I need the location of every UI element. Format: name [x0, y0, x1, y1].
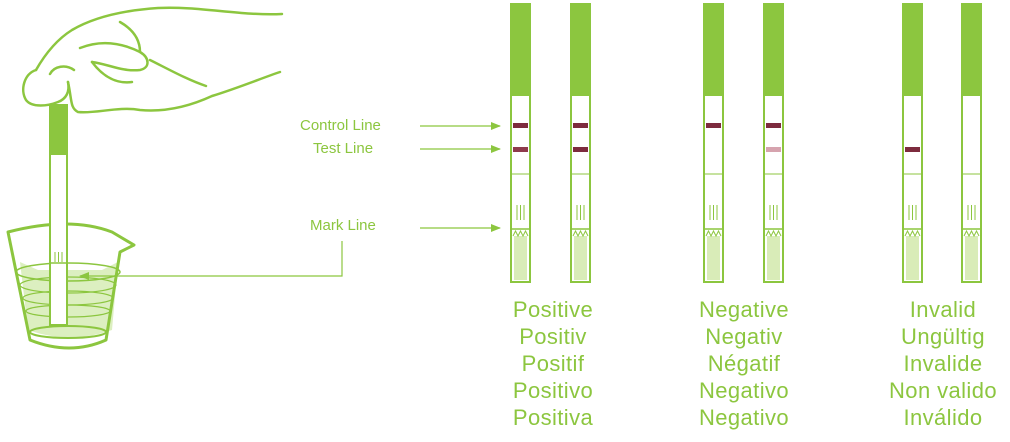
strip-sample-pad [574, 236, 587, 280]
result-translation: Negativo [698, 405, 790, 430]
result-strips [510, 3, 982, 283]
strip-sample-pad [767, 236, 780, 280]
result-translation: Positiva [512, 405, 594, 430]
cup-mark-pointer [79, 241, 343, 280]
result-translation: Ungültig [901, 324, 985, 349]
test-line-label: Test Line [313, 140, 374, 157]
strip-wick-edge [705, 229, 722, 238]
test-band [905, 147, 920, 152]
control-band [706, 123, 721, 128]
result-translation: Non valido [889, 378, 997, 403]
strip-wick-edge [963, 229, 980, 238]
test-band [766, 147, 781, 152]
result-translation: Invalide [903, 351, 983, 376]
result-translation: Negativo [698, 378, 790, 403]
control-band [766, 123, 781, 128]
strip-handle [571, 4, 590, 96]
strip-handle [511, 4, 530, 96]
result-translation: Positive [512, 297, 594, 322]
result-translation: Inválido [903, 405, 983, 430]
result-translation: Negativ [705, 324, 783, 349]
control-band [573, 123, 588, 128]
control-band [513, 123, 528, 128]
hand-icon [22, 6, 284, 114]
strip-sample-pad [514, 236, 527, 280]
strip-sample-pad [707, 236, 720, 280]
result-translation: Positif [521, 351, 585, 376]
result-translation: Invalid [909, 297, 977, 322]
label-pointers [79, 122, 501, 280]
control-line-label: Control Line [300, 117, 381, 134]
strip-wick-edge [572, 229, 589, 238]
result-translation: Positivo [512, 378, 594, 403]
strip-wick-edge [904, 229, 921, 238]
strip-handle [704, 4, 723, 96]
strip-handle [903, 4, 922, 96]
strip-sample-pad [965, 236, 978, 280]
result-translation: Négatif [707, 351, 781, 376]
strip-handle [962, 4, 981, 96]
strip-wick-edge [512, 229, 529, 238]
invalid-result-text: Invalid Ungültig Invalide Non valido Inv… [873, 296, 1010, 431]
mark-line-label: Mark Line [310, 217, 376, 234]
test-band [573, 147, 588, 152]
negative-result-text: Negative Negativ Négatif Negativo Negati… [674, 296, 814, 431]
result-translation: Negative [698, 297, 790, 322]
strip-sample-pad [906, 236, 919, 280]
strip-wick-edge [765, 229, 782, 238]
sample-cup-icon [6, 222, 136, 350]
test-band [513, 147, 528, 152]
result-translation: Positiv [519, 324, 587, 349]
dipped-strip-icon [49, 104, 68, 326]
positive-result-text: Positive Positiv Positif Positivo Positi… [483, 296, 623, 431]
strip-handle [764, 4, 783, 96]
